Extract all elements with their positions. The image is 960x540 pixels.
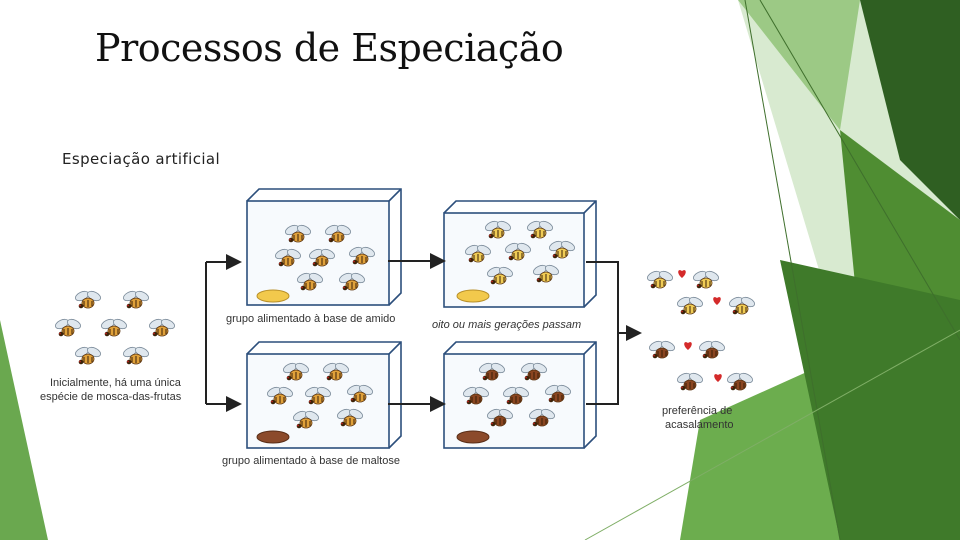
- starch-food-icon: [457, 290, 489, 302]
- fly-icon: [74, 345, 102, 364]
- fly-icon: [728, 295, 756, 314]
- fly-icon: [646, 269, 674, 288]
- merge-arrows: [586, 262, 640, 404]
- fly-icon: [676, 371, 704, 390]
- fly-icon: [726, 371, 754, 390]
- fly-icon: [100, 317, 128, 336]
- heart-icon: [678, 270, 686, 278]
- fly-icon: [692, 269, 720, 288]
- starch-food-icon: [257, 290, 289, 302]
- generation-arrows: [388, 261, 444, 404]
- bottom-group-label: grupo alimentado à base de maltose: [222, 455, 400, 467]
- top-group-label: grupo alimentado à base de amido: [226, 313, 395, 325]
- fly-icon: [676, 295, 704, 314]
- fly-icon: [122, 289, 150, 308]
- result-label-1: preferência de: [662, 405, 732, 417]
- heart-icon: [684, 342, 692, 350]
- maltose-food-icon: [257, 431, 289, 443]
- heart-icon: [714, 374, 722, 382]
- fly-icon: [122, 345, 150, 364]
- fly-icon: [648, 339, 676, 358]
- fly-icon: [54, 317, 82, 336]
- fly-icon: [74, 289, 102, 308]
- initial-label-2: espécie de mosca-das-frutas: [40, 391, 182, 403]
- generations-label: oito ou mais gerações passam: [432, 319, 581, 331]
- result-label-2: acasalamento: [665, 419, 734, 431]
- maltose-food-icon: [457, 431, 489, 443]
- cage-starch-initial: [247, 189, 401, 305]
- fly-icon: [698, 339, 726, 358]
- heart-icon: [713, 297, 721, 305]
- mating-preference: [646, 269, 756, 390]
- initial-label-1: Inicialmente, há uma única: [50, 377, 182, 389]
- split-arrows: [206, 262, 240, 404]
- fly-icon: [148, 317, 176, 336]
- initial-population: [54, 289, 176, 364]
